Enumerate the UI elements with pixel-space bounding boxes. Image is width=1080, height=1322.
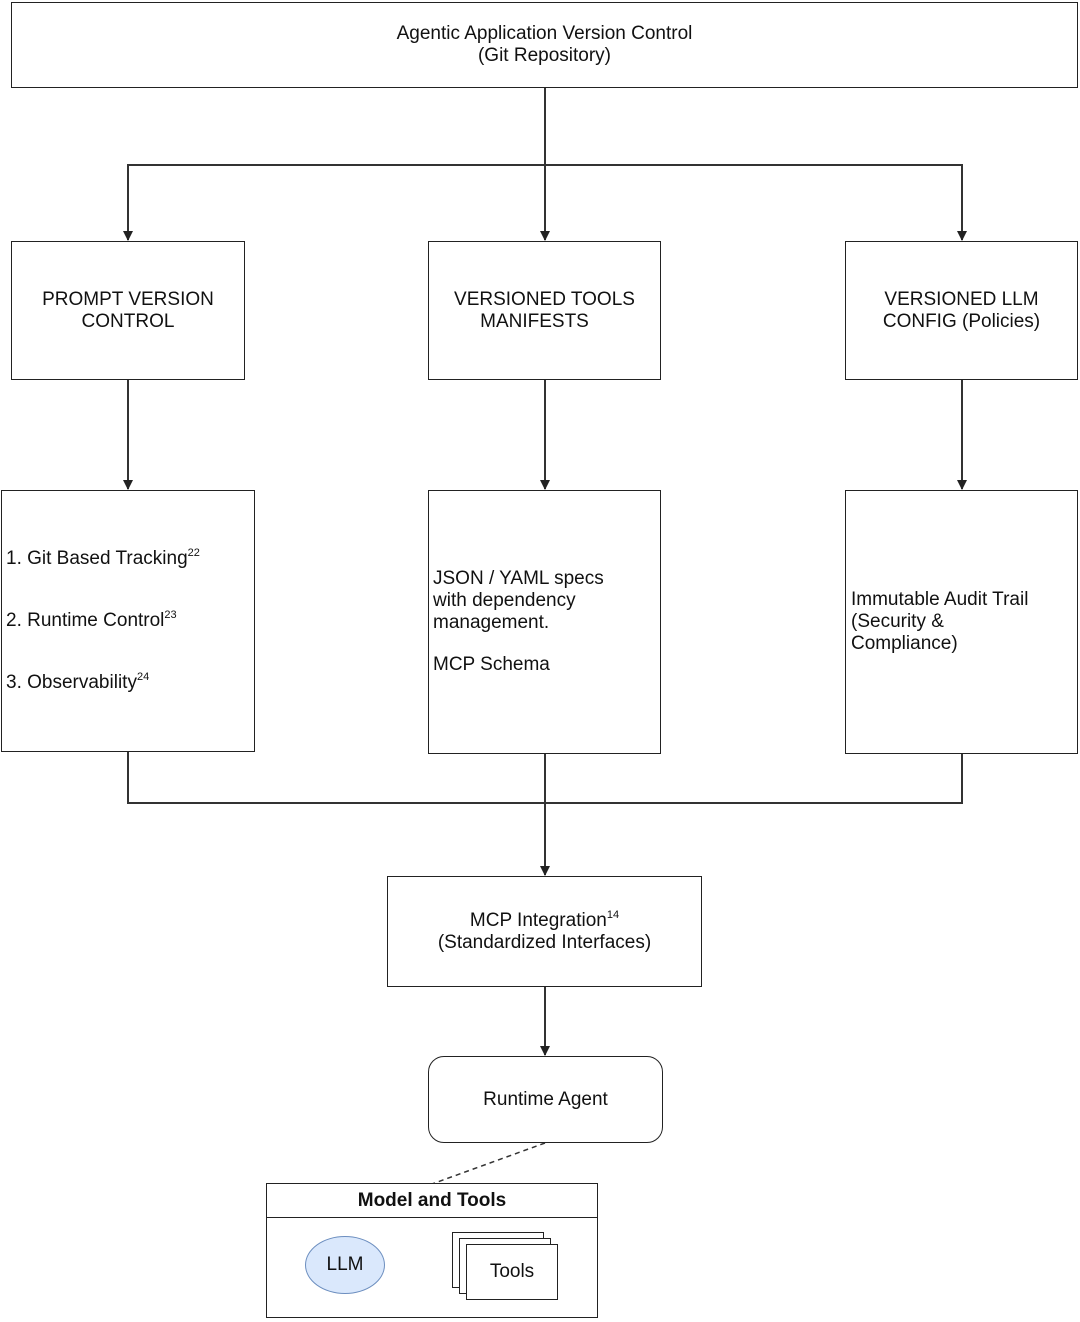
prompt-version-control-box: PROMPT VERSION CONTROL xyxy=(11,241,245,380)
versioned-tools-line1: VERSIONED TOOLS xyxy=(454,288,635,310)
versioned-llm-line1: VERSIONED LLM xyxy=(884,288,1039,310)
tracking-item-observability-ref: 24 xyxy=(136,671,150,683)
model-and-tools-container: Model and Tools LLM Tools xyxy=(266,1183,598,1318)
connector-root-left xyxy=(123,164,545,241)
runtime-agent-label: Runtime Agent xyxy=(483,1088,608,1110)
prompt-version-control-line1: PROMPT VERSION xyxy=(42,288,214,310)
tracking-list-box: 1. Git Based Tracking22 2. Runtime Contr… xyxy=(1,490,255,752)
tracking-item-runtime: 2. Runtime Control23 xyxy=(6,609,177,632)
prompt-version-control-line2: CONTROL xyxy=(81,310,175,332)
specs-line2: with dependency xyxy=(433,590,576,611)
mcp-integration-box: MCP Integration14 (Standardized Interfac… xyxy=(387,876,702,987)
root-title: Agentic Application Version Control xyxy=(396,23,693,44)
llm-label: LLM xyxy=(326,1254,364,1275)
audit-line3: Compliance) xyxy=(851,633,958,654)
tools-stack-page-front xyxy=(466,1244,558,1300)
specs-line4: MCP Schema xyxy=(433,654,550,675)
specs-line1: JSON / YAML specs xyxy=(433,568,604,589)
specs-line3: management. xyxy=(433,612,550,633)
tracking-item-runtime-ref: 23 xyxy=(164,609,177,621)
versioned-tools-line2: MANIFESTS xyxy=(480,310,589,332)
tools-label: Tools xyxy=(489,1261,535,1282)
model-and-tools-header: Model and Tools xyxy=(267,1184,597,1218)
audit-line2: (Security & xyxy=(851,611,944,632)
audit-trail-box: Immutable Audit Trail (Security & Compli… xyxy=(845,490,1078,754)
connector-agent-to-model-dashed xyxy=(431,1142,546,1185)
mcp-title-ref: 14 xyxy=(606,908,620,921)
versioned-llm-config-box: VERSIONED LLM CONFIG (Policies) xyxy=(845,241,1078,380)
root-subtitle: (Git Repository) xyxy=(477,45,612,66)
tracking-item-git-ref: 22 xyxy=(187,547,200,559)
runtime-agent-box: Runtime Agent xyxy=(428,1056,663,1143)
version-control-root-box: Agentic Application Version Control (Git… xyxy=(11,2,1078,88)
connector-root-right xyxy=(545,164,967,241)
tracking-item-git: 1. Git Based Tracking22 xyxy=(6,547,200,570)
llm-ellipse: LLM xyxy=(305,1236,385,1294)
specs-box: JSON / YAML specs with dependency manage… xyxy=(428,490,661,754)
versioned-tools-manifests-box: VERSIONED TOOLS MANIFESTS xyxy=(428,241,661,380)
tracking-item-observability: 3. Observability24 xyxy=(6,671,150,694)
versioned-llm-line2: CONFIG (Policies) xyxy=(882,310,1041,332)
mcp-subtitle: (Standardized Interfaces) xyxy=(437,931,652,953)
mcp-title: MCP Integration14 xyxy=(469,908,620,931)
audit-line1: Immutable Audit Trail xyxy=(851,589,1029,610)
